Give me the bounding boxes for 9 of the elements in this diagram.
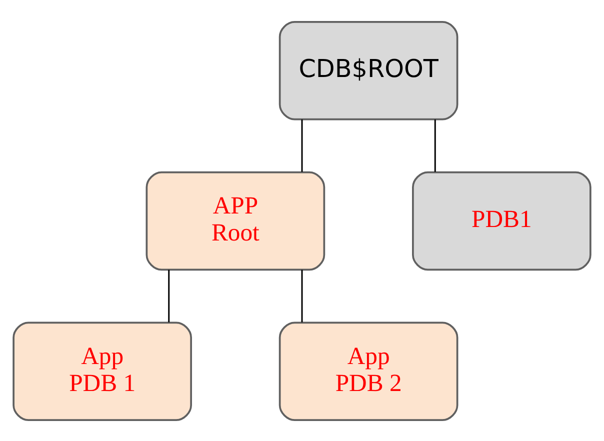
node-box: CDB$ROOT (278, 20, 458, 120)
node-box: App PDB 1 (12, 321, 192, 420)
connector (301, 118, 303, 172)
node-box: APP Root (146, 170, 326, 270)
node-box: PDB1 (412, 170, 592, 270)
connector (301, 269, 303, 322)
connector (168, 269, 170, 322)
node-box: App PDB 2 (278, 321, 458, 420)
connector (434, 118, 436, 172)
